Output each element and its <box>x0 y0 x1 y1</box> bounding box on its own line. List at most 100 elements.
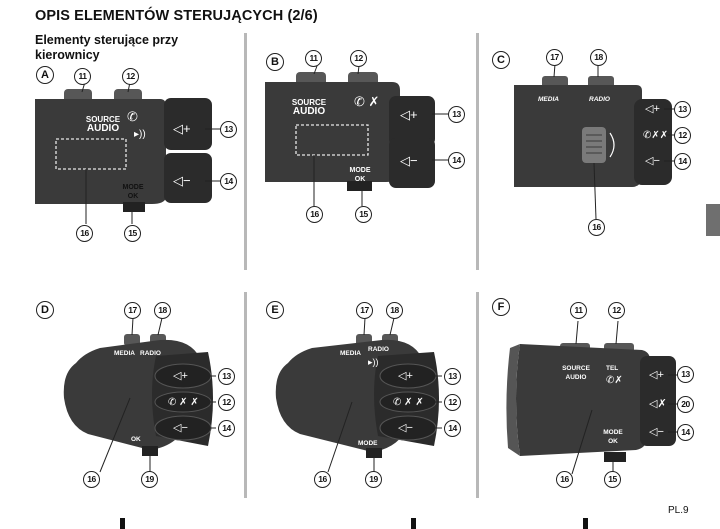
callout-number: 15 <box>604 471 621 488</box>
chapter-tab <box>706 204 720 236</box>
callout-number: 12 <box>122 68 139 85</box>
trim-mark <box>411 518 416 529</box>
phone-icon: ✆ ✗ <box>354 94 380 109</box>
callout-number: 14 <box>677 424 694 441</box>
source-audio-label: SOURCE AUDIO <box>556 364 596 382</box>
callout-number: 18 <box>590 49 607 66</box>
callout-number: 14 <box>220 173 237 190</box>
speaker-plus-icon: ◁+ <box>173 121 191 136</box>
stalk-illustration <box>514 63 676 220</box>
mode-ok-label: MODE OK <box>120 183 146 201</box>
source-text: SOURCE <box>562 365 590 372</box>
audio-text: AUDIO <box>292 106 326 117</box>
ok-text: OK <box>354 176 366 183</box>
callout-number: 17 <box>356 302 373 319</box>
source-text: SOURCE <box>291 98 327 107</box>
ok-text: OK <box>127 193 139 200</box>
callout-number: 16 <box>588 219 605 236</box>
mode-label: MODE <box>358 440 378 447</box>
speaker-minus-icon: ◁− <box>645 155 660 167</box>
media-label: MEDIA <box>538 96 559 103</box>
panel-letter: C <box>492 51 510 69</box>
callout-number: 14 <box>218 420 235 437</box>
source-audio-label: SOURCE AUDIO <box>274 98 344 117</box>
column-divider <box>476 33 479 270</box>
callout-number: 12 <box>350 50 367 67</box>
callout-number: 12 <box>444 394 461 411</box>
speaker-plus-icon: ◁+ <box>400 107 418 122</box>
media-label: MEDIA <box>340 350 361 357</box>
callout-number: 12 <box>608 302 625 319</box>
mode-text: MODE <box>349 167 371 174</box>
callout-number: 11 <box>305 50 322 67</box>
source-text: SOURCE <box>85 115 121 124</box>
callout-number: 14 <box>448 152 465 169</box>
speaker-plus-icon: ◁+ <box>173 370 188 382</box>
column-divider <box>244 292 247 498</box>
callout-number: 12 <box>674 127 691 144</box>
speaker-plus-icon: ◁+ <box>398 370 413 382</box>
speaker-minus-icon: ◁− <box>400 153 418 168</box>
callout-number: 13 <box>677 366 694 383</box>
callout-number: 15 <box>124 225 141 242</box>
phone-icon: ✆✗ <box>606 375 623 386</box>
callout-number: 13 <box>218 368 235 385</box>
voice-command-icon: ▸)) <box>368 357 379 367</box>
callout-number: 16 <box>76 225 93 242</box>
mode-ok-label: MODE OK <box>346 166 374 184</box>
speaker-mute-icon: ◁✗ <box>649 398 667 410</box>
callout-number: 19 <box>141 471 158 488</box>
panel-letter: F <box>492 298 510 316</box>
mode-text: MODE <box>603 429 623 436</box>
trim-mark <box>120 518 125 529</box>
callout-number: 13 <box>220 121 237 138</box>
radio-label: RADIO <box>140 350 161 357</box>
callout-number: 11 <box>570 302 587 319</box>
audio-text: AUDIO <box>565 374 587 381</box>
callout-number: 13 <box>448 106 465 123</box>
column-divider <box>244 33 247 270</box>
stalk-illustration <box>35 81 222 224</box>
callout-number: 16 <box>83 471 100 488</box>
speaker-minus-icon: ◁− <box>173 422 188 434</box>
panel-b: B SOURCE AUDIO ✆ ✗ ◁+ ◁− MODE OK 11 12 1… <box>262 50 476 240</box>
panel-c: C MEDIA RADIO ◁+ ✆✗✗ ◁− 17 18 13 12 14 1… <box>486 47 700 242</box>
callout-number: 14 <box>444 420 461 437</box>
ok-label: OK <box>131 436 141 443</box>
column-divider <box>476 292 479 498</box>
mode-ok-label: MODE OK <box>596 428 630 446</box>
callout-number: 17 <box>546 49 563 66</box>
ok-text: OK <box>608 438 618 445</box>
callout-number: 11 <box>74 68 91 85</box>
media-label: MEDIA <box>114 350 135 357</box>
page-title: OPIS ELEMENTÓW STERUJĄCYCH (2/6) <box>35 8 318 24</box>
tel-label: TEL <box>606 365 619 372</box>
callout-number: 17 <box>124 302 141 319</box>
callout-number: 12 <box>218 394 235 411</box>
callout-number: 14 <box>674 153 691 170</box>
panel-a: A SOURCE AUDIO ✆ ▸)) ◁+ ◁− MODE OK 11 12… <box>30 62 244 252</box>
stalk-illustration <box>506 320 678 475</box>
panel-letter: E <box>266 301 284 319</box>
panel-letter: B <box>266 53 284 71</box>
section-subtitle: Elementy sterujące przy kierownicy <box>35 33 179 62</box>
speaker-minus-icon: ◁− <box>398 422 413 434</box>
phone-icon: ✆ ✗ ✗ <box>168 397 199 408</box>
callout-number: 16 <box>314 471 331 488</box>
radio-label: RADIO <box>368 346 389 353</box>
callout-number: 16 <box>306 206 323 223</box>
phone-icon: ✆✗✗ <box>643 130 669 141</box>
callout-number: 20 <box>677 396 694 413</box>
voice-command-icon: ▸)) <box>134 129 146 140</box>
panel-letter: D <box>36 301 54 319</box>
page-number: PL.9 <box>668 505 689 516</box>
callout-number: 15 <box>355 206 372 223</box>
panel-e: E MEDIA RADIO ▸)) ◁+ ✆ ✗ ✗ ◁− MODE 17 18… <box>262 298 476 493</box>
audio-text: AUDIO <box>86 123 120 134</box>
callout-number: 18 <box>154 302 171 319</box>
phone-icon: ✆ <box>127 109 138 124</box>
mode-text: MODE <box>122 184 144 191</box>
speaker-plus-icon: ◁+ <box>649 369 664 381</box>
callout-number: 13 <box>444 368 461 385</box>
panel-d: D MEDIA RADIO ◁+ ✆ ✗ ✗ ◁− OK 17 18 13 12… <box>30 298 244 493</box>
